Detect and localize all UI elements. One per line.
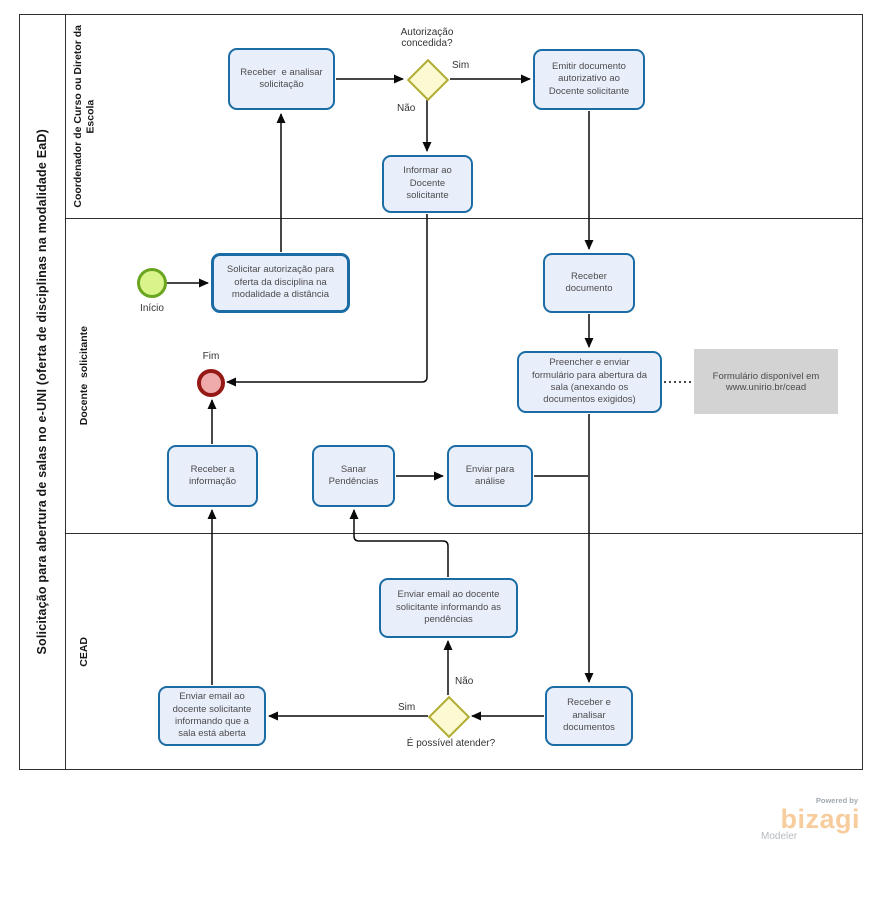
gateway1-yes-label: Sim	[452, 60, 470, 71]
end-event-icon	[197, 369, 225, 397]
task-receber-documento: Receber documento	[543, 253, 635, 313]
pool-title-separator	[65, 14, 66, 770]
task-enviar-email-sala-aberta: Enviar email ao docente solicitante info…	[158, 686, 266, 746]
gateway2-question: É possível atender?	[406, 738, 496, 749]
task-solicitar-autorizacao: Solicitar autorização para oferta da dis…	[211, 253, 350, 313]
task-preencher-enviar-formulario: Preencher e enviar formulário para abert…	[517, 351, 662, 413]
lane-label-coordenador: Coordenador de Curso ou Diretor da Escol…	[71, 24, 96, 208]
gateway1-question: Autorização concedida?	[400, 27, 454, 49]
pool-title-text: Solicitação para abertura de salas no e-…	[34, 129, 49, 655]
pool-title: Solicitação para abertura de salas no e-…	[19, 14, 65, 770]
text-annotation: Formulário disponível em www.unirio.br/c…	[694, 349, 838, 414]
end-event-label: Fim	[202, 351, 220, 362]
pool-frame	[19, 14, 863, 770]
task-receber-analisar-solicitacao: Receber e analisar solicitação	[228, 48, 335, 110]
task-enviar-email-pendencias: Enviar email ao docente solicitante info…	[379, 578, 518, 638]
start-event-label: Início	[140, 303, 164, 314]
lane-label-docente: Docente solicitante	[77, 325, 90, 426]
modeler-label: Modeler	[761, 831, 798, 843]
task-receber-analisar-documentos: Receber e analisar documentos	[545, 686, 633, 746]
lane-divider-1	[65, 218, 863, 219]
lane-divider-2	[65, 533, 863, 534]
task-enviar-para-analise: Enviar para análise	[447, 445, 533, 507]
gateway-diamond-icon	[427, 695, 471, 739]
gateway-autorizacao-concedida	[406, 58, 450, 102]
task-informar-docente: Informar ao Docente solicitante	[382, 155, 473, 213]
task-sanar-pendencias: Sanar Pendências	[312, 445, 395, 507]
gateway-possivel-atender	[427, 695, 471, 739]
gateway2-yes-label: Sim	[398, 702, 416, 713]
task-emitir-documento: Emitir documento autorizativo ao Docente…	[533, 49, 645, 110]
gateway1-no-label: Não	[397, 103, 416, 114]
powered-by-label: Powered by	[815, 796, 858, 805]
gateway-diamond-icon	[406, 58, 450, 102]
task-receber-informacao: Receber a informação	[167, 445, 258, 507]
gateway2-no-label: Não	[455, 676, 474, 687]
bizagi-watermark: Powered by bizagi Modeler	[756, 796, 860, 842]
bizagi-logo: bizagi	[780, 804, 860, 834]
start-event-icon	[137, 268, 167, 298]
lane-label-cead: CEAD	[77, 636, 90, 667]
